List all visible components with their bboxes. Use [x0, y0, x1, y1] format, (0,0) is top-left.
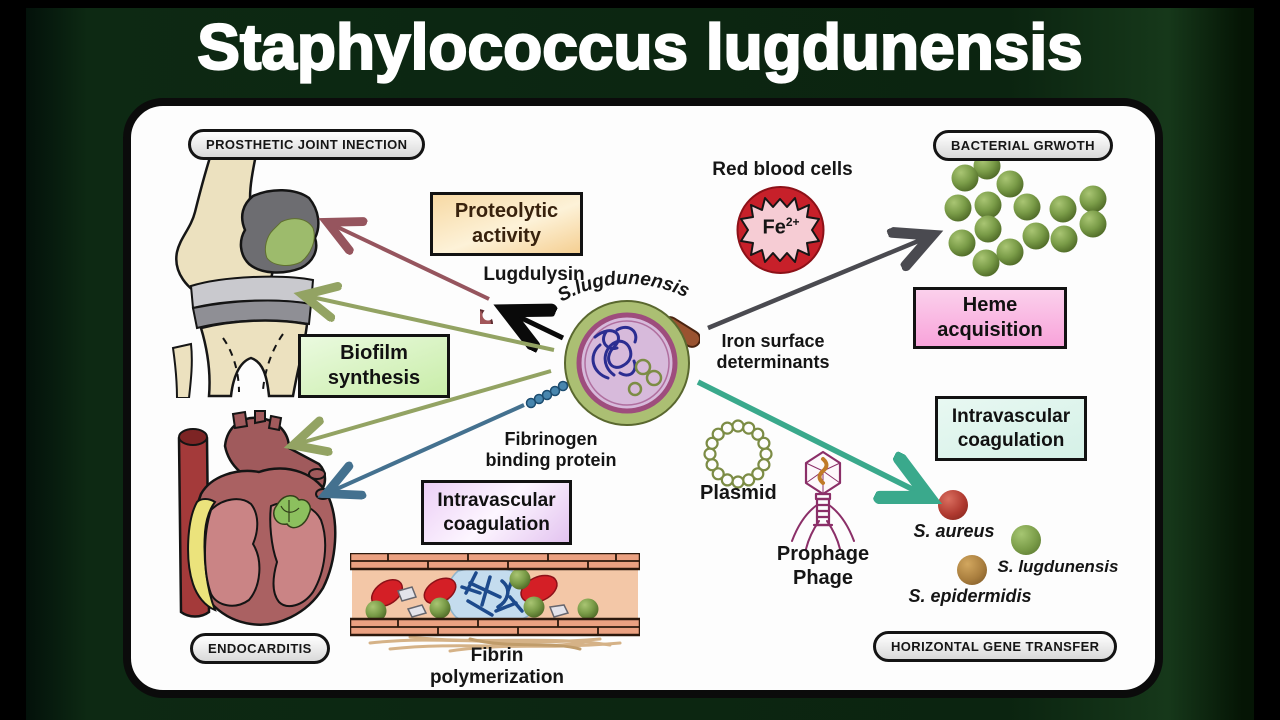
- box-intravascular-coagulation-right: Intravascular coagulation: [935, 396, 1087, 461]
- tibia-dashed-line-right: [262, 333, 284, 391]
- tibia-bone: [199, 319, 309, 398]
- label-s-epidermidis: S. epidermidis: [908, 586, 1032, 606]
- fe-charge: 2+: [785, 215, 800, 229]
- label-fibrinogen-binding-protein: Fibrinogen binding protein: [485, 429, 617, 471]
- pulmonary-vessel-2: [315, 488, 331, 500]
- blood-vessel-illustration: [350, 553, 640, 653]
- platelets: [396, 586, 570, 618]
- plasmid-illustration: [703, 419, 773, 489]
- vessel-bacteria-spheres: [365, 568, 599, 622]
- pacman-bite: [482, 309, 494, 321]
- phage-leg-left-outer: [791, 504, 818, 542]
- pill-bacterial-growth: BACTERIAL GRWOTH: [933, 130, 1113, 161]
- label-plasmid: Plasmid: [700, 482, 777, 504]
- box-proteolytic-activity: Proteolytic activity: [430, 192, 583, 256]
- s-epidermidis-ball: [957, 555, 987, 585]
- collagen-strands: [368, 635, 622, 653]
- vessel-wall-top: [350, 553, 640, 571]
- vena-cava-opening: [178, 428, 208, 446]
- label-s-aureus: S. aureus: [913, 521, 995, 541]
- lugdulysin-protease-icon: [480, 309, 494, 324]
- pill-prosthetic-joint-infection: PROSTHETIC JOINT INECTION: [188, 129, 426, 160]
- label-red-blood-cells: Red blood cells: [712, 159, 853, 180]
- label-s-lugdunensis: S. lugdunensis: [997, 557, 1119, 576]
- right-chamber: [269, 501, 327, 608]
- bacterium-label-arc: S.lugdunensis: [554, 268, 692, 306]
- rbc-3: [520, 574, 558, 604]
- fe-symbol: Fe: [762, 216, 786, 239]
- aorta-branch-1: [231, 410, 249, 430]
- valve-vegetation-lines: [280, 500, 300, 522]
- box-heme-acquisition: Heme acquisition: [913, 287, 1067, 349]
- internal-plasmid-1: [634, 358, 652, 376]
- inner-membrane-line: [584, 320, 670, 406]
- s-lugdunensis-ball: [1011, 525, 1041, 555]
- biofilm-patch: [264, 218, 315, 266]
- label-iron-surface-determinants: Iron surface determinants: [716, 331, 830, 373]
- label-prophage: Prophage Phage: [776, 543, 870, 589]
- phage-tail-segments: [815, 503, 831, 519]
- pulmonary-vessel-1: [308, 468, 326, 480]
- fe-ion-label: Fe2+: [752, 215, 810, 240]
- plasmid-loops: [703, 419, 773, 489]
- chromosome-dna-scribble: [591, 325, 638, 380]
- phage-leg-right-outer: [828, 504, 855, 542]
- heart-illustration: [177, 410, 337, 626]
- internal-plasmid-3: [627, 381, 643, 397]
- pill-endocarditis: ENDOCARDITIS: [190, 633, 330, 664]
- aorta-branch-2: [254, 410, 266, 425]
- internal-plasmid-2: [645, 369, 663, 387]
- box-intravascular-coagulation-center: Intravascular coagulation: [421, 480, 572, 545]
- label-fibrin-polymerization: Fibrin polymerization: [429, 645, 565, 689]
- page-title: Staphylococcus lugdunensis: [196, 10, 1084, 84]
- box-biofilm-synthesis: Biofilm synthesis: [298, 334, 450, 398]
- bacterial-growth-cluster: [944, 158, 1107, 277]
- phage-leg-right-inner: [826, 520, 841, 550]
- fibula-bone: [171, 342, 193, 398]
- s-aureus-ball: [938, 490, 968, 520]
- knee-joint-illustration: [171, 148, 320, 398]
- pill-horizontal-gene-transfer: HORIZONTAL GENE TRANSFER: [873, 631, 1118, 662]
- aorta-branch-3: [267, 414, 283, 432]
- fibrinogen-binding-beads: [525, 380, 569, 409]
- vessel-wall-bottom: [350, 617, 640, 637]
- phage-illustration: [791, 450, 855, 550]
- left-chamber: [204, 498, 261, 607]
- growth-spheres: [944, 158, 1107, 277]
- tibia-dashed-line-left: [222, 337, 240, 393]
- label-lugdulysin: Lugdulysin: [483, 264, 585, 285]
- phage-leg-left-inner: [805, 520, 820, 550]
